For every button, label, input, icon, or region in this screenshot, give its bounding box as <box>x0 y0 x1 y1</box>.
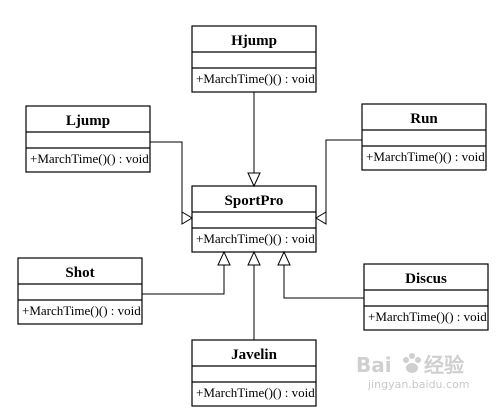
watermark-logo-cn: 经验 <box>424 353 464 377</box>
class-box <box>363 263 489 331</box>
connector-line <box>325 139 362 218</box>
class-shot: Shot +MarchTime()() : void <box>17 257 143 325</box>
class-operation: +MarchTime()() : void <box>366 149 485 164</box>
class-name: Hjump <box>231 33 277 49</box>
class-name: Discus <box>405 271 447 287</box>
class-discus: Discus +MarchTime()() : void <box>363 263 489 331</box>
connector-line <box>150 141 183 218</box>
class-box <box>361 103 487 171</box>
inheritance-arrowhead <box>247 250 261 266</box>
class-name: Shot <box>65 265 94 281</box>
class-box <box>17 257 143 325</box>
inheritance-arrowhead <box>315 211 327 225</box>
class-run: Run +MarchTime()() : void <box>361 103 487 171</box>
inheritance-arrowhead <box>277 250 291 266</box>
watermark-logo: Bai <box>356 353 392 377</box>
class-ljump: Ljump +MarchTime()() : void <box>25 105 151 173</box>
class-box <box>191 339 317 407</box>
class-operation: +MarchTime()() : void <box>196 385 315 400</box>
generalization-run <box>315 139 362 225</box>
inheritance-arrowhead <box>181 211 193 225</box>
class-javelin: Javelin +MarchTime()() : void <box>191 339 317 407</box>
generalization-ljump <box>150 141 193 225</box>
class-operation: +MarchTime()() : void <box>196 71 315 86</box>
class-hjump: Hjump +MarchTime()() : void <box>191 25 317 93</box>
watermark-url: jingyan.baidu.com <box>367 378 470 391</box>
generalization-hjump <box>247 92 261 188</box>
class-name: Javelin <box>231 347 277 363</box>
paw-icon <box>403 353 421 373</box>
class-operation: +MarchTime()() : void <box>196 231 315 246</box>
class-box <box>191 25 317 93</box>
class-operation: +MarchTime()() : void <box>368 309 487 324</box>
generalization-shot <box>142 250 231 295</box>
inheritance-arrowhead <box>217 250 231 266</box>
class-name: Ljump <box>66 113 110 129</box>
class-box <box>25 105 151 173</box>
class-sportpro: SportPro +MarchTime()() : void <box>191 185 317 253</box>
class-operation: +MarchTime()() : void <box>22 303 141 318</box>
class-name: SportPro <box>225 193 284 209</box>
connector-line <box>142 265 225 295</box>
generalization-discus <box>277 250 364 299</box>
generalization-javelin <box>247 250 261 340</box>
connector-line <box>283 265 364 299</box>
class-name: Run <box>410 111 438 127</box>
inheritance-arrowhead <box>247 172 261 188</box>
watermark: Bai 经验 jingyan.baidu.com <box>356 353 470 391</box>
class-operation: +MarchTime()() : void <box>30 151 149 166</box>
